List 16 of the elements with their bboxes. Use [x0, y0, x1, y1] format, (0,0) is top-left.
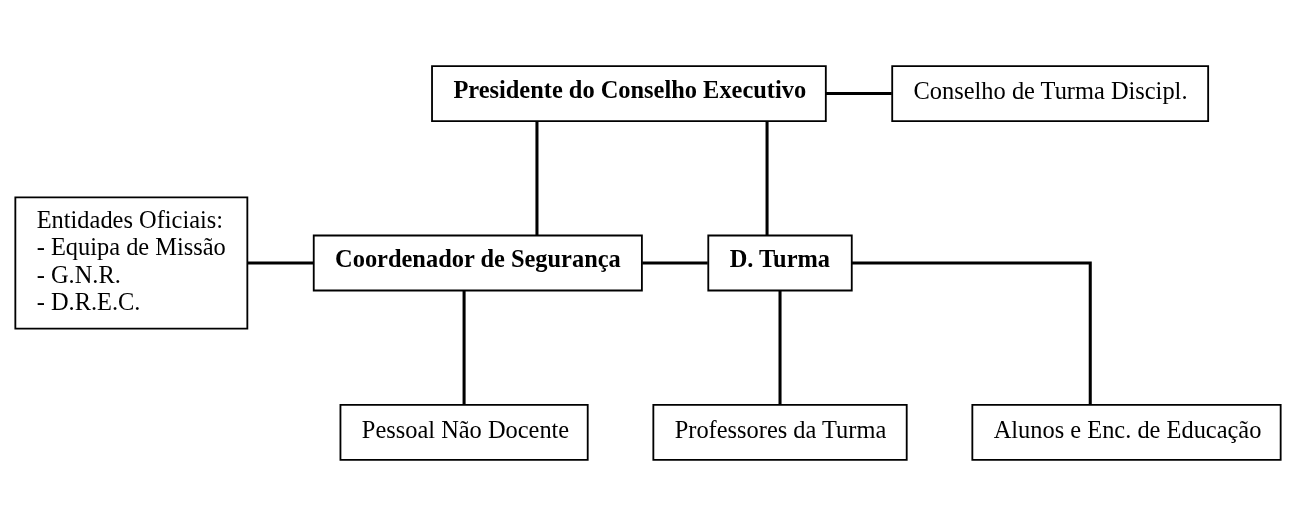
- connector: [852, 261, 1092, 405]
- node-box: Alunos e Enc. de Educação: [971, 404, 1282, 461]
- connector: [247, 261, 314, 265]
- connector: [642, 261, 708, 265]
- node-box: Professores da Turma: [652, 404, 908, 461]
- node-box: Presidente do Conselho Executivo: [431, 65, 827, 122]
- node-box: Pessoal Não Docente: [339, 404, 589, 461]
- node-box: Entidades Oficiais: - Equipa de Missão - G.N.R. - D.R.E.C.: [14, 196, 249, 330]
- node-box: D. Turma: [707, 234, 853, 292]
- connector: [462, 291, 466, 405]
- connector: [535, 121, 539, 235]
- connector: [778, 291, 782, 405]
- node-box: Conselho de Turma Discipl.: [891, 65, 1210, 122]
- connector: [765, 121, 769, 235]
- connector: [826, 92, 892, 96]
- node-box: Coordenador de Segurança: [312, 234, 643, 292]
